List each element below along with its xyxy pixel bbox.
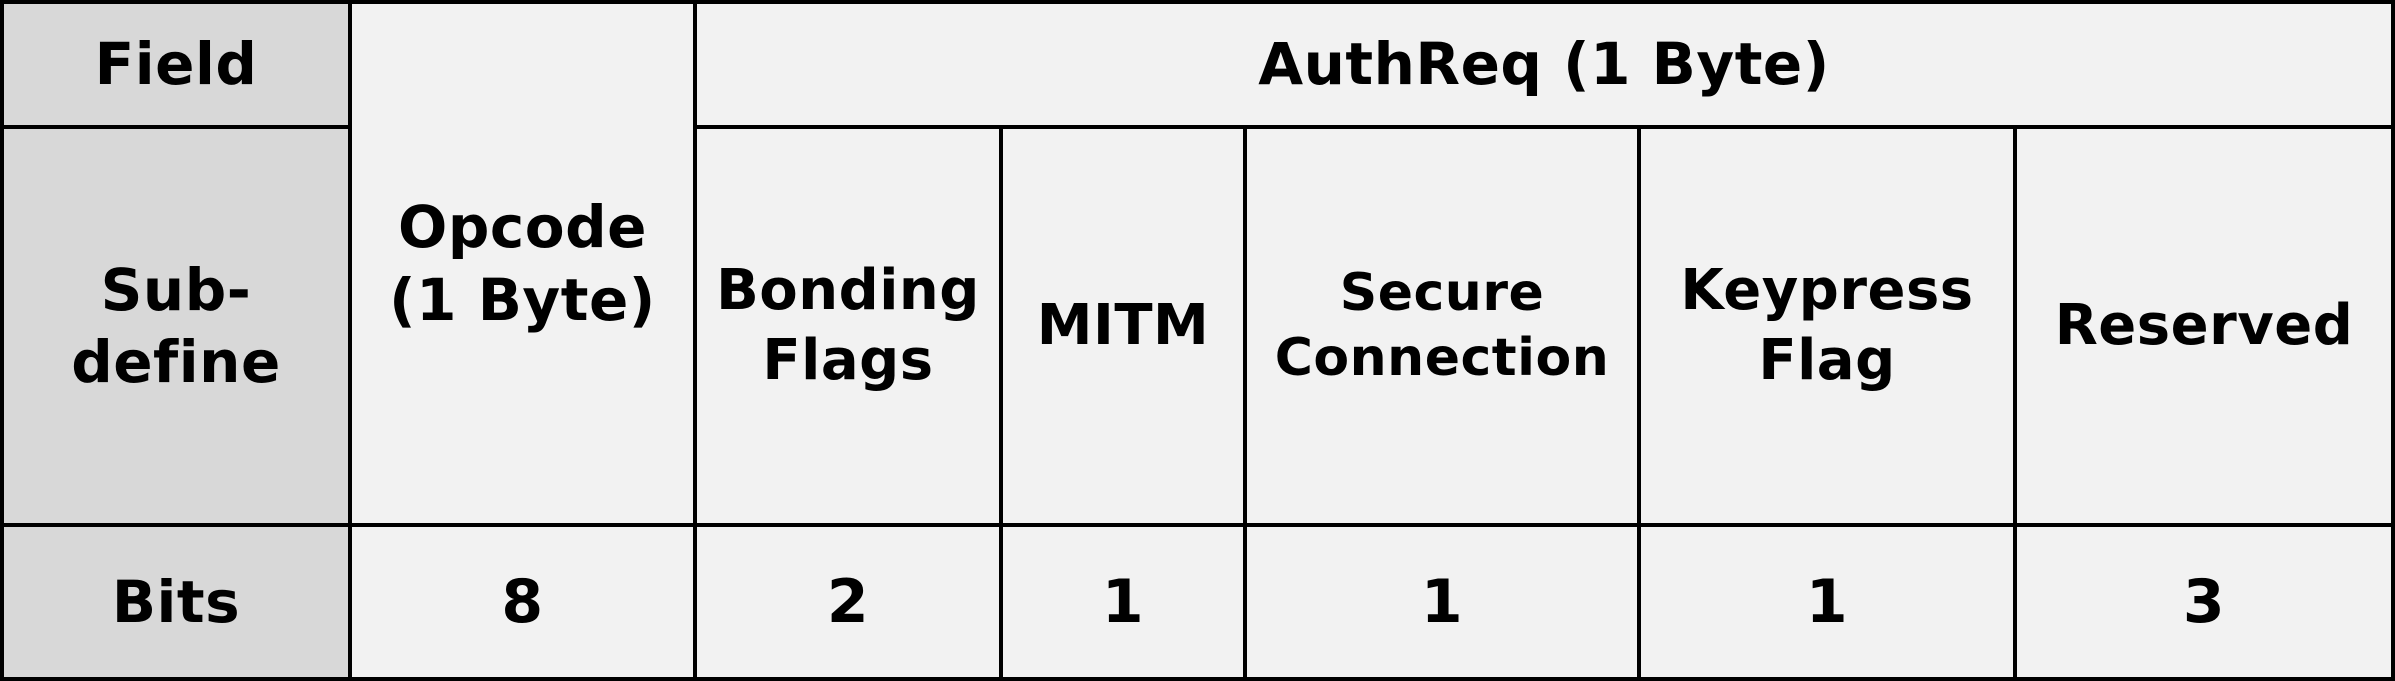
row-label-field: Field bbox=[0, 0, 352, 129]
subfield-reserved: Reserved bbox=[2013, 125, 2395, 527]
bits-bonding-flags: 2 bbox=[693, 523, 1003, 681]
subfield-mitm-label: MITM bbox=[1036, 293, 1210, 358]
authreq-header-cell: AuthReq (1 Byte) bbox=[693, 0, 2395, 129]
opcode-label: Opcode (1 Byte) bbox=[389, 193, 656, 334]
subfield-reserved-label: Reserved bbox=[2054, 293, 2354, 358]
bits-mitm-value: 1 bbox=[1101, 566, 1145, 637]
subfield-keypress-flag: Keypress Flag bbox=[1637, 125, 2017, 527]
subfield-keypress-flag-label: Keypress Flag bbox=[1680, 258, 1974, 393]
bits-secure-connection: 1 bbox=[1243, 523, 1641, 681]
subfield-secure-connection-label: Secure Connection bbox=[1274, 263, 1610, 388]
subfield-mitm: MITM bbox=[999, 125, 1247, 527]
opcode-field-cell: Opcode (1 Byte) bbox=[348, 0, 697, 527]
row-label-subdefine-text: Sub- define bbox=[71, 255, 281, 397]
bits-mitm: 1 bbox=[999, 523, 1247, 681]
subfield-bonding-flags: Bonding Flags bbox=[693, 125, 1003, 527]
opcode-bits: 8 bbox=[501, 566, 544, 637]
row-label-bits-text: Bits bbox=[111, 567, 241, 636]
subfield-bonding-flags-label: Bonding Flags bbox=[716, 258, 980, 393]
bits-keypress-flag: 1 bbox=[1637, 523, 2017, 681]
authreq-label: AuthReq (1 Byte) bbox=[1258, 30, 1830, 99]
opcode-bits-cell: 8 bbox=[348, 523, 697, 681]
bits-reserved: 3 bbox=[2013, 523, 2395, 681]
row-label-field-text: Field bbox=[94, 30, 258, 99]
bits-reserved-value: 3 bbox=[2182, 566, 2226, 637]
row-label-subdefine: Sub- define bbox=[0, 125, 352, 527]
bits-keypress-flag-value: 1 bbox=[1805, 566, 1849, 637]
bits-bonding-flags-value: 2 bbox=[826, 566, 870, 637]
row-label-bits: Bits bbox=[0, 523, 352, 681]
bits-secure-connection-value: 1 bbox=[1420, 566, 1464, 637]
subfield-secure-connection: Secure Connection bbox=[1243, 125, 1641, 527]
